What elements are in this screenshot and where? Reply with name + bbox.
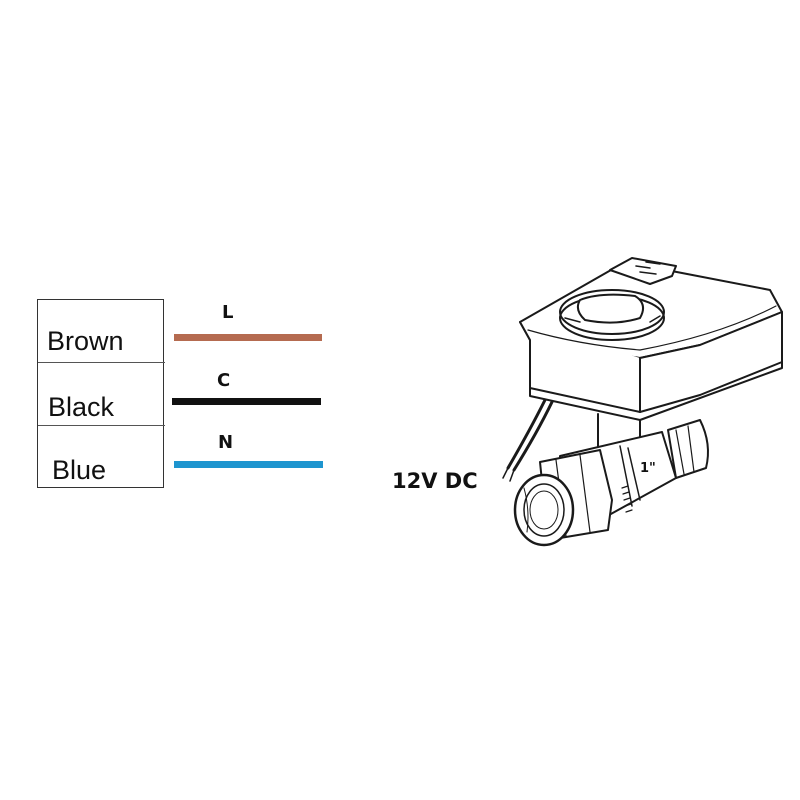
- voltage-label: 12V DC: [392, 469, 478, 493]
- valve-size-label: 1": [640, 461, 656, 476]
- terminal-label-n: N: [218, 432, 234, 453]
- wire-row-brown: Brown: [38, 300, 165, 363]
- motorized-valve-illustration: 1": [502, 257, 783, 547]
- wire-color-table: Brown Black Blue: [37, 299, 165, 489]
- wire-row-blue: Blue: [38, 426, 165, 489]
- wire-line-brown: [174, 334, 322, 341]
- valve-cable-icon: [502, 398, 554, 482]
- wire-name-brown: Brown: [47, 326, 124, 356]
- wire-name-black: Black: [48, 392, 115, 422]
- wire-row-black: Black: [38, 363, 165, 426]
- terminal-label-c: C: [217, 370, 231, 391]
- terminal-label-l: L: [222, 302, 234, 323]
- wire-line-black: [172, 398, 321, 405]
- wire-name-blue: Blue: [52, 455, 107, 485]
- wire-line-blue: [174, 461, 323, 468]
